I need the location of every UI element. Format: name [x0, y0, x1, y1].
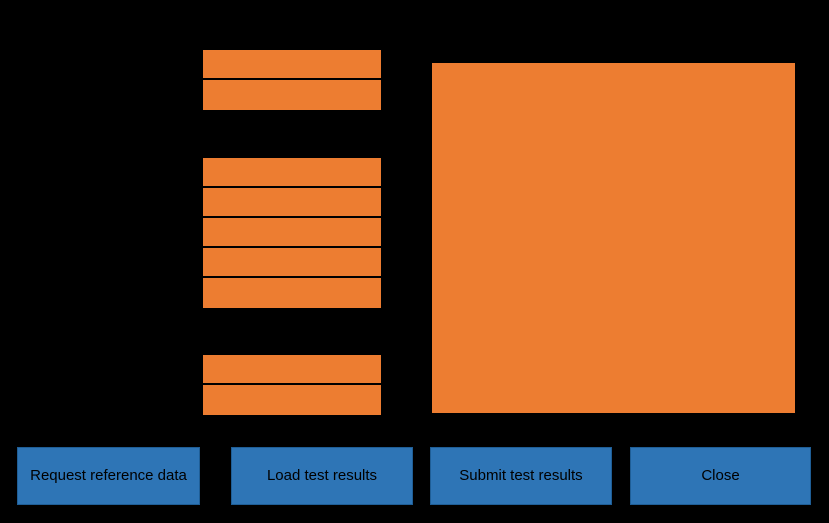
list-item[interactable] [203, 278, 381, 308]
request-reference-data-button[interactable]: Request reference data [17, 447, 200, 505]
list-item[interactable] [203, 248, 381, 278]
detail-panel[interactable] [430, 61, 797, 415]
close-button[interactable]: Close [630, 447, 811, 505]
load-test-results-button[interactable]: Load test results [231, 447, 413, 505]
list-item[interactable] [203, 385, 381, 415]
reference-data-list[interactable] [201, 48, 383, 112]
list-item[interactable] [203, 188, 381, 218]
button-bar: Request reference data Load test results… [0, 447, 829, 507]
list-item[interactable] [203, 50, 381, 80]
list-item[interactable] [203, 355, 381, 385]
list-item[interactable] [203, 80, 381, 110]
test-results-list[interactable] [201, 156, 383, 310]
summary-list[interactable] [201, 353, 383, 417]
list-item[interactable] [203, 158, 381, 188]
list-item[interactable] [203, 218, 381, 248]
submit-test-results-button[interactable]: Submit test results [430, 447, 612, 505]
